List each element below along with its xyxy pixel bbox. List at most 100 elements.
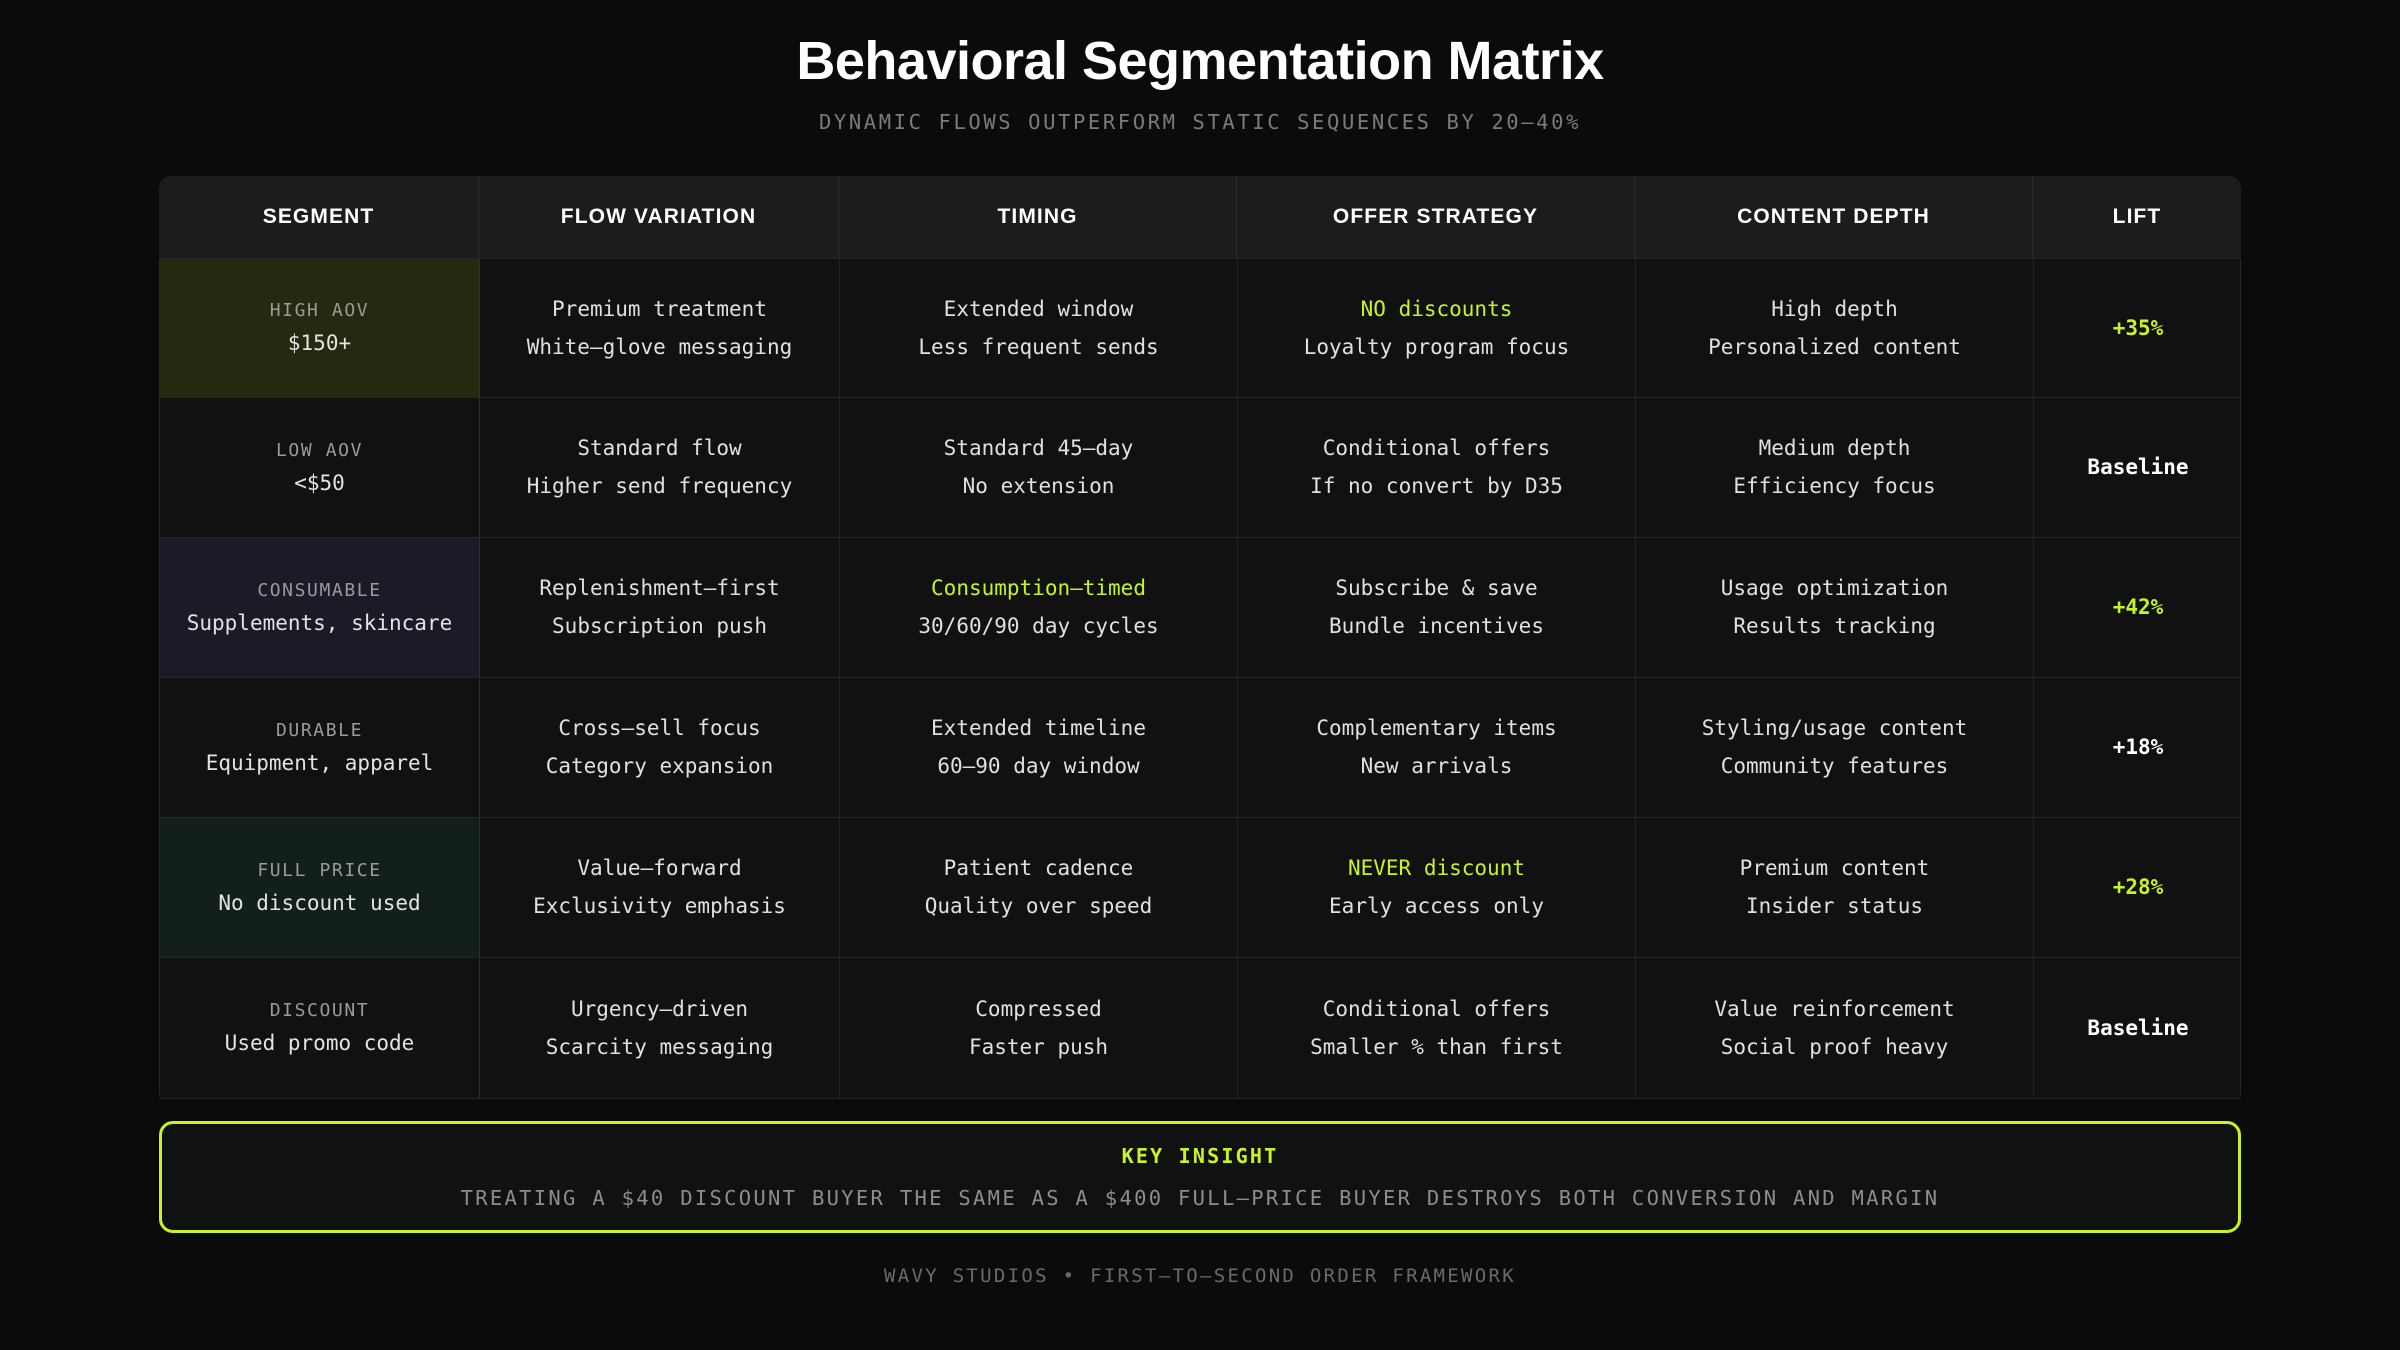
- cell-line: Value–forward: [577, 856, 742, 881]
- lift-value: Baseline: [2087, 455, 2189, 480]
- cell-line: Usage optimization: [1720, 576, 1949, 601]
- cell-line: 60–90 day window: [937, 754, 1140, 779]
- segment-detail: Equipment, apparel: [205, 750, 434, 775]
- cell-line: Consumption–timed: [931, 576, 1146, 601]
- lift-cell[interactable]: +28%: [2034, 818, 2240, 957]
- segment-detail: No discount used: [218, 890, 421, 915]
- cell-line: Early access only: [1329, 894, 1544, 919]
- page-footer: WAVY STUDIOS • FIRST–TO–SECOND ORDER FRA…: [884, 1264, 1516, 1287]
- lift-cell[interactable]: +18%: [2034, 678, 2240, 817]
- cell-line: NO discounts: [1360, 296, 1513, 321]
- column-header-lift[interactable]: LIFT: [2112, 204, 2162, 228]
- lift-cell[interactable]: Baseline: [2034, 398, 2240, 537]
- cell-line: Styling/usage content: [1701, 716, 1968, 741]
- segment-cell[interactable]: FULL PRICE No discount used: [160, 817, 480, 957]
- cell-line: Social proof heavy: [1720, 1034, 1949, 1059]
- key-insight-callout: KEY INSIGHT TREATING A $40 DISCOUNT BUYE…: [159, 1120, 2241, 1233]
- cell-line: Bundle incentives: [1329, 614, 1544, 639]
- segment-name: HIGH AOV: [269, 300, 370, 322]
- cell-line: Subscription push: [552, 614, 767, 639]
- lift-value: +35%: [2112, 315, 2164, 340]
- cell-line: Urgency–driven: [570, 996, 748, 1021]
- segment-detail: Used promo code: [224, 1031, 415, 1056]
- cell-line: Conditional offers: [1322, 996, 1551, 1021]
- cell-line: Loyalty program focus: [1303, 334, 1570, 359]
- cell-line: Replenishment–first: [539, 576, 780, 601]
- cell-line: 30/60/90 day cycles: [918, 614, 1159, 639]
- cell-line: Standard 45–day: [943, 436, 1134, 461]
- cell-line: NEVER discount: [1347, 856, 1525, 881]
- cell-line: Personalized content: [1708, 334, 1961, 359]
- segment-cell[interactable]: LOW AOV<$50: [160, 397, 480, 537]
- page-header: Behavioral Segmentation Matrix DYNAMIC F…: [0, 0, 2400, 134]
- cell-line: Faster push: [968, 1034, 1109, 1059]
- cell-line: Premium content: [1739, 856, 1930, 881]
- column-header-offer-strategy[interactable]: OFFER STRATEGY: [1237, 175, 1635, 258]
- segment-detail: <$50: [294, 470, 345, 495]
- timing-cell[interactable]: Consumption–timed 30/60/90 day cycles: [840, 537, 1238, 677]
- cell-line: Standard flow: [577, 436, 742, 461]
- segment-name: FULL PRICE: [257, 859, 382, 881]
- cell-line: Compressed: [975, 996, 1102, 1021]
- page-title: Behavioral Segmentation Matrix: [796, 31, 1604, 91]
- column-header-content-depth[interactable]: CONTENT DEPTH: [1635, 175, 2033, 258]
- timing-cell[interactable]: Extended timeline 60–90 day window: [840, 677, 1238, 817]
- lift-cell[interactable]: +35%: [2034, 259, 2240, 397]
- column-header-segment[interactable]: SEGMENT: [159, 175, 479, 258]
- cell-line: Exclusivity emphasis: [533, 894, 786, 919]
- cell-line: Conditional offers: [1322, 436, 1551, 461]
- lift-value: +28%: [2112, 875, 2164, 900]
- column-header-flow-variation[interactable]: FLOW VARIATION: [479, 175, 839, 258]
- cell-line: High depth: [1771, 296, 1898, 321]
- column-header-timing[interactable]: TIMING: [839, 175, 1237, 258]
- cell-line: New arrivals: [1360, 754, 1513, 779]
- cell-line: Extended window: [943, 296, 1134, 321]
- cell-line: Complementary items: [1316, 716, 1557, 741]
- cell-line: Results tracking: [1733, 614, 1936, 639]
- lift-value: Baseline: [2087, 1015, 2189, 1040]
- cell-line: Premium treatment: [552, 296, 767, 321]
- segment-cell[interactable]: HIGH AOV$150+: [160, 258, 480, 397]
- cell-line: Less frequent sends: [918, 334, 1159, 359]
- cell-line: Medium depth: [1758, 436, 1911, 461]
- lift-cell[interactable]: Baseline: [2034, 958, 2240, 1098]
- key-insight-label: KEY INSIGHT: [1121, 1143, 1279, 1168]
- cell-line: Extended timeline: [931, 716, 1146, 741]
- cell-line: Scarcity messaging: [545, 1034, 774, 1059]
- lift-cell[interactable]: +42%: [2034, 538, 2240, 677]
